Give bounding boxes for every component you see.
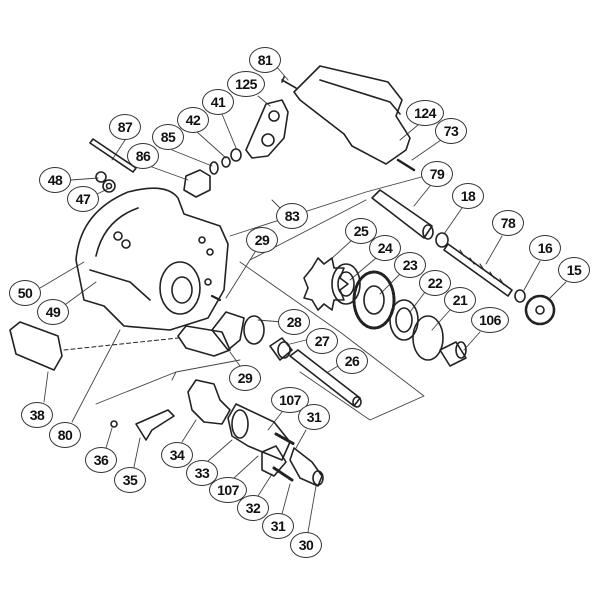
- part-125-cap: [245, 99, 289, 159]
- part-29-cam: [211, 311, 245, 351]
- part-79-sleeve: [371, 189, 433, 239]
- part-32-collar: [261, 445, 287, 477]
- part-callout-23: 23: [394, 252, 426, 278]
- part-callout-28: 28: [278, 309, 310, 335]
- part-callout-106: 106: [471, 307, 509, 333]
- part-callout-24: 24: [369, 235, 401, 261]
- part-callout-21: 21: [444, 287, 476, 313]
- part-clutch-plate: [177, 325, 231, 357]
- part-callout-125: 125: [227, 71, 265, 97]
- part-24-washer: [331, 263, 361, 305]
- part-callout-31b: 31: [262, 513, 294, 539]
- part-callout-83: 83: [276, 203, 308, 229]
- part-callout-36: 36: [85, 447, 117, 473]
- part-callout-26: 26: [336, 348, 368, 374]
- dashed-guide: [63, 337, 179, 351]
- part-callout-124: 124: [406, 100, 444, 126]
- part-106-bushing: [439, 341, 467, 367]
- part-callout-78: 78: [492, 210, 524, 236]
- part-callout-32: 32: [237, 495, 269, 521]
- part-callout-87: 87: [109, 114, 141, 140]
- part-callout-107: 107: [271, 387, 309, 413]
- part-31-spring: [274, 432, 296, 446]
- part-27-bearing: [269, 337, 293, 361]
- leader-lines: [39, 65, 567, 533]
- part-81-screw: [281, 76, 297, 89]
- part-47-washer: [102, 179, 116, 193]
- part-callout-38: 38: [21, 402, 53, 428]
- part-callout-29: 29: [246, 227, 278, 253]
- part-callout-27: 27: [306, 328, 338, 354]
- part-28-oring: [243, 315, 265, 345]
- part-callout-79: 79: [421, 161, 453, 187]
- part-callout-73: 73: [435, 118, 467, 144]
- part-callout-85: 85: [152, 124, 184, 150]
- part-callout-48: 48: [39, 167, 71, 193]
- part-23-main-gear: [352, 270, 396, 330]
- part-124-cover: [293, 65, 411, 165]
- part-callout-16: 16: [529, 235, 561, 261]
- part-35-lever: [135, 409, 175, 441]
- part-86-knob: [183, 169, 211, 198]
- part-callout-42: 42: [177, 107, 209, 133]
- part-18-bearing: [435, 232, 449, 248]
- part-callout-50: 50: [9, 280, 41, 306]
- part-callout-81: 81: [249, 47, 281, 73]
- part-callout-18: 18: [452, 183, 484, 209]
- part-callout-15: 15: [558, 257, 590, 283]
- part-16-washer: [514, 289, 526, 303]
- part-callout-41: 41: [202, 89, 234, 115]
- part-callout-49: 49: [37, 299, 69, 325]
- part-22-washer: [389, 299, 419, 341]
- part-85-oring: [209, 161, 219, 175]
- bracket-lines: [95, 171, 441, 421]
- part-callout-86: 86: [127, 143, 159, 169]
- part-30-nut: [289, 447, 323, 487]
- part-callout-29b: 29: [229, 365, 261, 391]
- part-callout-35: 35: [114, 467, 146, 493]
- part-38-thumb-bar: [9, 321, 63, 371]
- part-callout-30: 30: [290, 532, 322, 558]
- part-42-ring: [221, 156, 231, 168]
- part-36-spring: [110, 420, 118, 428]
- part-callout-34: 34: [161, 442, 193, 468]
- part-78-worm-shaft: [443, 243, 513, 297]
- part-callout-80: 80: [49, 422, 81, 448]
- part-31b-spring: [272, 466, 294, 482]
- part-15-gear: [524, 294, 556, 326]
- part-48-washer: [95, 171, 107, 183]
- part-50-frame: [75, 187, 229, 331]
- part-callout-22: 22: [419, 270, 451, 296]
- part-33-housing: [227, 403, 291, 461]
- part-73-screw: [396, 158, 416, 172]
- part-callout-47: 47: [67, 186, 99, 212]
- part-21-plate: [412, 315, 444, 361]
- part-25-star-drag: [303, 257, 349, 311]
- part-callout-31: 31: [298, 404, 330, 430]
- part-34-yoke: [187, 379, 231, 425]
- part-41-bushing: [230, 148, 242, 162]
